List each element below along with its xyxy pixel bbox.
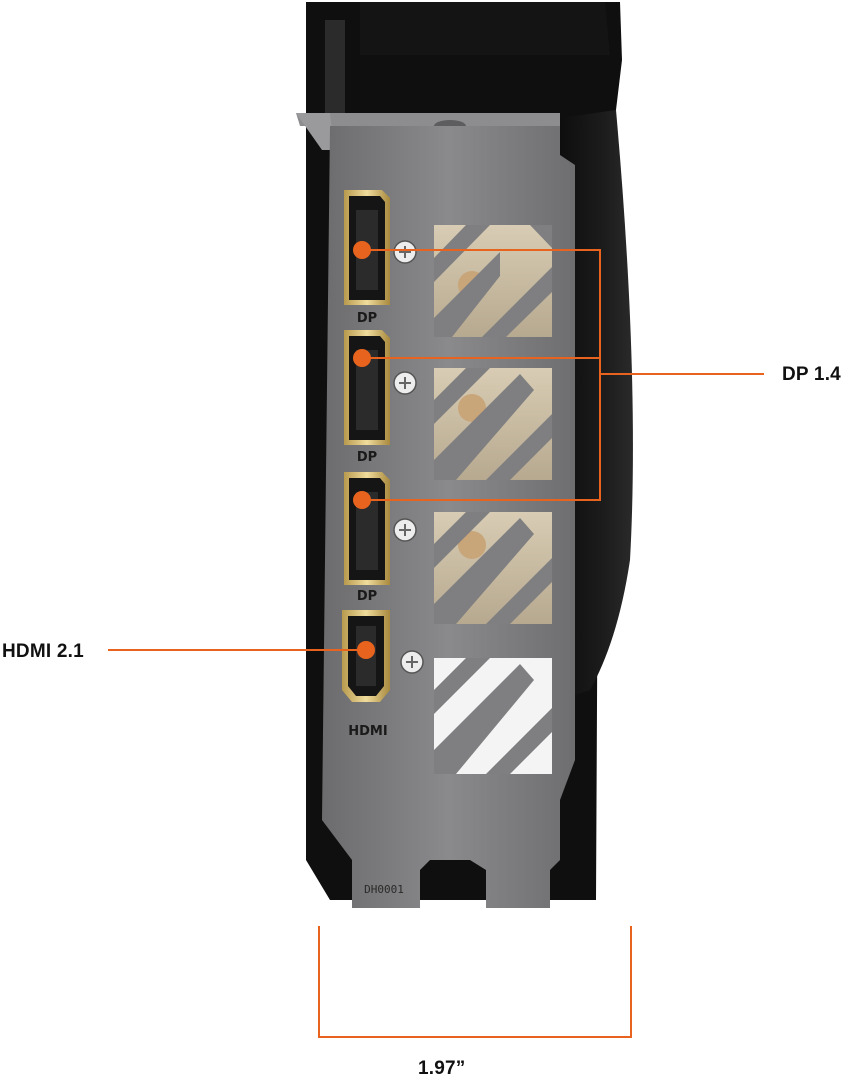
bracket-stamp: DH0001 [364,883,404,896]
dp-callout-dots [353,241,371,509]
displayport-3: DP [344,472,390,604]
bracket-screw-1 [393,240,417,264]
bracket-screw-3 [393,518,417,542]
displayport-2: DP [344,330,390,465]
dp-1-label: DP [357,311,377,326]
hdmi-callout [108,641,375,659]
dp-callout-label: DP 1.4 [782,364,841,385]
bracket-screw-4 [400,650,424,674]
width-dimension-label: 1.97” [418,1058,466,1079]
dp-3-label: DP [357,589,377,604]
dp-2-label: DP [357,450,377,465]
width-dimension-line [318,926,632,1038]
hdmi-port-label: HDMI [348,724,387,739]
dp-callout-lines [362,249,764,501]
hdmi-callout-label: HDMI 2.1 [2,641,84,662]
bracket-screw-2 [393,371,417,395]
vent-grille [434,225,552,774]
